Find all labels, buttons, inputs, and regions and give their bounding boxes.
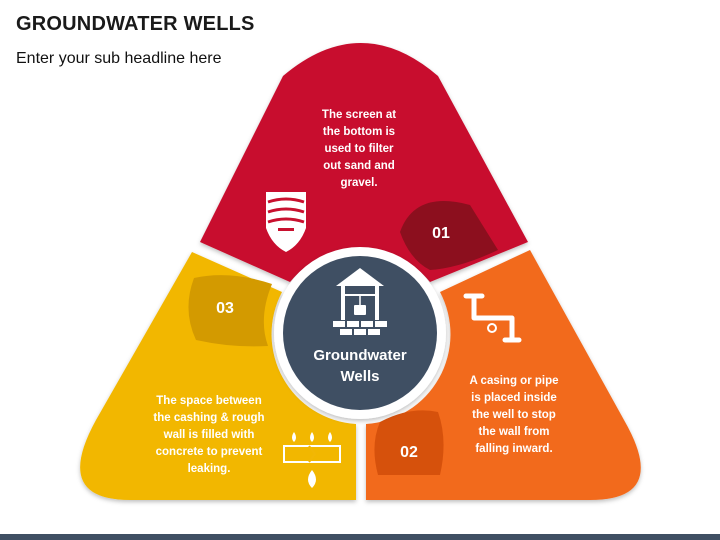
segment-02-text: A casing or pipe is placed inside the we… [469, 375, 559, 455]
pipe-icon [463, 293, 522, 343]
segment-03-text: The space between the cashing & rough wa… [153, 395, 265, 475]
segment-01-number: 01 [432, 225, 450, 242]
segment-02-tab [374, 410, 444, 475]
bottom-bar [0, 534, 720, 540]
concrete-seal-icon [283, 432, 341, 488]
segment-03-shape [80, 252, 356, 500]
screen-filter-icon [266, 192, 306, 252]
segment-01-tab [400, 201, 498, 270]
center-label-line2: Wells [340, 368, 380, 385]
page-title: GROUNDWATER WELLS [16, 13, 255, 35]
center-label: Groundwater Wells [296, 345, 424, 387]
page-subtitle: Enter your sub headline here [16, 50, 222, 67]
well-icon [333, 268, 387, 335]
center-label-line1: Groundwater [313, 347, 407, 364]
segment-01-text: The screen at the bottom is used to filt… [321, 109, 397, 189]
segment-03-number: 03 [216, 300, 234, 317]
segment-02-number: 02 [400, 444, 418, 461]
segment-03-tab [188, 275, 272, 347]
